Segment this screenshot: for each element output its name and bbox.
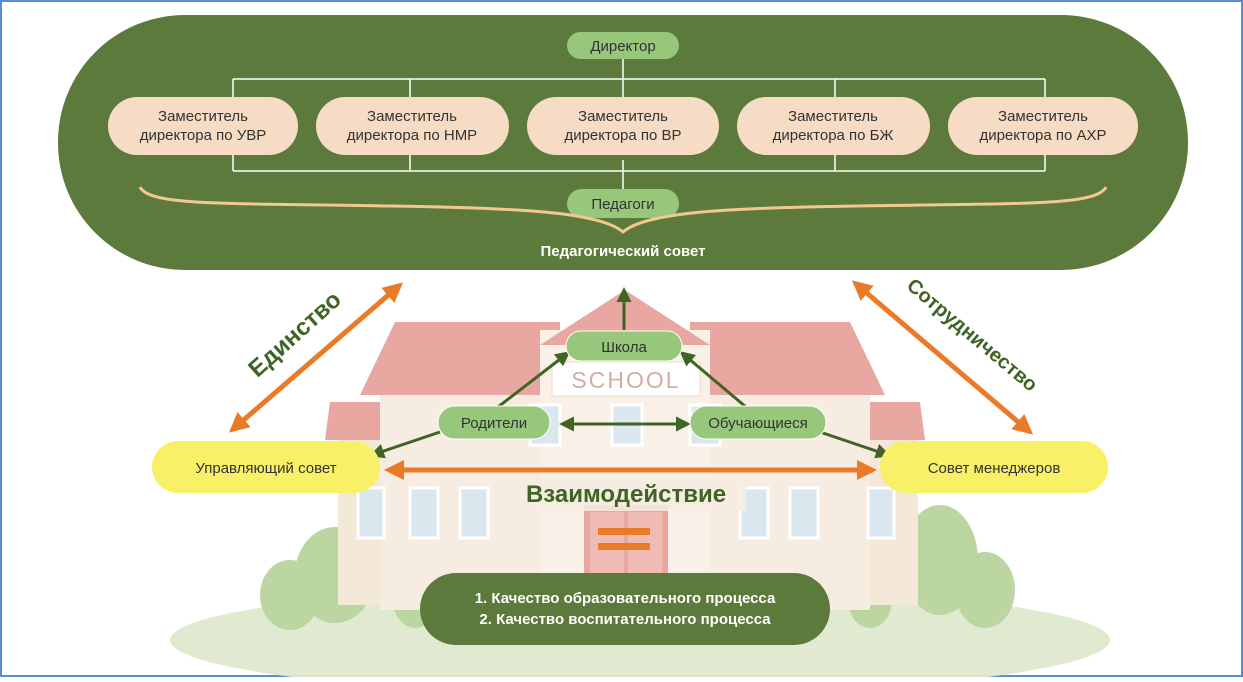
council-title: Педагогический совет (541, 243, 706, 260)
interaction-label: Взаимодействие (526, 481, 726, 508)
quality-line-1: 1. Качество образовательного процесса (475, 590, 776, 607)
students-label: Обучающиеся (708, 415, 808, 432)
school-arrows (369, 287, 891, 459)
left-main-roof (360, 322, 560, 395)
school-node: Школа (565, 330, 683, 362)
parents-label: Родители (461, 415, 527, 432)
governing-council-node: Управляющий совет (152, 441, 380, 493)
governing-council-label: Управляющий совет (195, 460, 336, 477)
deputy-2-line1: Заместитель (367, 108, 457, 125)
deputy-4-line2: директора по БЖ (773, 127, 894, 144)
deputy-2-line2: директора по НМР (347, 127, 477, 144)
deputy-node-5: Заместитель директора по АХР (948, 97, 1138, 155)
council-connectors (232, 57, 1046, 189)
director-label: Директор (590, 38, 655, 55)
equals-sign (598, 528, 650, 550)
school-sign-text: SCHOOL (571, 367, 680, 393)
managers-council-node: Совет менеджеров (880, 441, 1108, 493)
school-sign (551, 361, 701, 397)
teachers-label: Педагоги (591, 196, 654, 213)
deputy-node-2: Заместитель директора по НМР (316, 97, 509, 155)
director-node: Директор (567, 32, 679, 59)
deputy-1-line1: Заместитель (158, 108, 248, 125)
quality-box: 1. Качество образовательного процесса 2.… (420, 573, 830, 645)
students-to-managers-arrow (819, 430, 891, 459)
deputy-node-3: Заместитель директора по ВР (527, 97, 719, 155)
right-main-roof (690, 322, 885, 395)
deputy-3-line2: директора по ВР (564, 127, 681, 144)
cooperation-arrow (851, 280, 1034, 435)
deputy-3-line1: Заместитель (578, 108, 668, 125)
managers-council-label: Совет менеджеров (928, 460, 1061, 477)
students-node: Обучающиеся (689, 405, 827, 440)
parents-to-governing-arrow (369, 430, 441, 459)
parents-node: Родители (437, 405, 551, 440)
deputy-node-4: Заместитель директора по БЖ (737, 97, 930, 155)
unity-arrow (228, 282, 404, 433)
pedagogical-council: Директор Заместитель директора по УВР За… (58, 15, 1188, 270)
quality-line-2: 2. Качество воспитательного процесса (479, 611, 771, 628)
teachers-node: Педагоги (567, 189, 679, 218)
students-to-school-arrow (679, 351, 747, 409)
deputy-5-line2: директора по АХР (979, 127, 1106, 144)
deputy-5-line1: Заместитель (998, 108, 1088, 125)
parents-to-school-arrow (497, 351, 571, 409)
deputy-1-line2: директора по УВР (140, 127, 267, 144)
deputy-4-line1: Заместитель (788, 108, 878, 125)
school-label: Школа (601, 339, 647, 356)
council-brace (138, 186, 1108, 234)
deputy-node-1: Заместитель директора по УВР (108, 97, 298, 155)
